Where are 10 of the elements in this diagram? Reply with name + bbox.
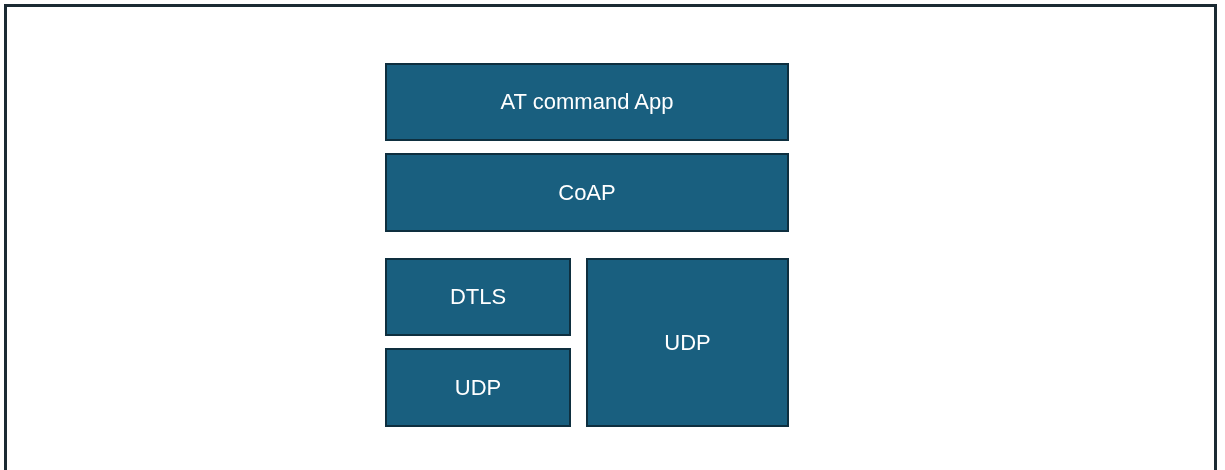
layer-box (385, 258, 571, 336)
layer-box (385, 63, 789, 141)
layer-label: DTLS (449, 284, 507, 310)
layer-label: UDP (454, 374, 502, 401)
layer-box (385, 348, 571, 427)
layer-label: AT command App (500, 89, 674, 115)
layer-box (385, 153, 789, 232)
layer-box (586, 258, 789, 427)
layer-label: CoAP (558, 179, 616, 206)
layer-label: UDP (664, 329, 711, 356)
